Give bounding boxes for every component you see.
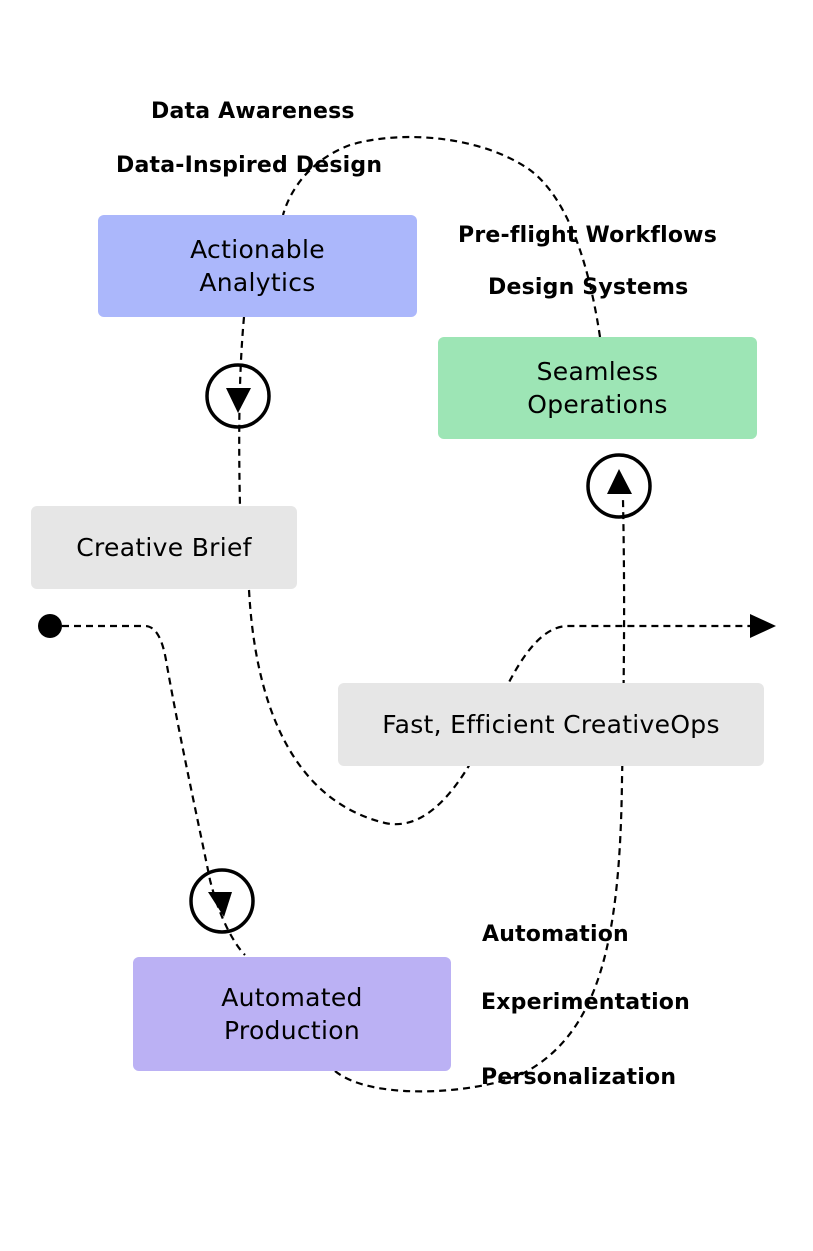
path-start-to-automated bbox=[50, 624, 246, 956]
automated-production-line2: Production bbox=[223, 1016, 360, 1045]
actionable-analytics-box: Actionable Analytics bbox=[98, 215, 417, 317]
label-personalization: Personalization bbox=[481, 1065, 677, 1090]
label-automation: Automation bbox=[482, 922, 629, 947]
path-automated-around-to-seamless bbox=[334, 499, 626, 1093]
label-preflight-workflows: Pre-flight Workflows bbox=[458, 223, 717, 248]
label-design-systems: Design Systems bbox=[488, 275, 689, 300]
direction-marker-seamless bbox=[586, 453, 652, 519]
direction-marker-analytics bbox=[205, 363, 271, 429]
arrow-up-seamless bbox=[607, 469, 632, 494]
creative-brief-box: Creative Brief bbox=[31, 506, 297, 589]
automated-production-box: Automated Production bbox=[133, 957, 451, 1071]
fast-creativeops-label: Fast, Efficient CreativeOps bbox=[382, 710, 720, 739]
exit-arrow-head bbox=[750, 614, 776, 638]
seamless-operations-line2: Operations bbox=[527, 390, 668, 419]
creative-brief-label: Creative Brief bbox=[76, 533, 252, 562]
seamless-operations-box: Seamless Operations bbox=[438, 337, 757, 439]
label-data-inspired-design: Data-Inspired Design bbox=[116, 153, 383, 178]
label-experimentation: Experimentation bbox=[481, 990, 690, 1015]
arrow-down-analytics bbox=[226, 388, 251, 413]
seamless-operations-line1: Seamless bbox=[536, 357, 659, 386]
fast-creativeops-box: Fast, Efficient CreativeOps bbox=[338, 683, 764, 766]
actionable-analytics-line1: Actionable bbox=[190, 235, 325, 264]
label-data-awareness: Data Awareness bbox=[151, 99, 355, 124]
direction-marker-automated bbox=[189, 868, 255, 934]
actionable-analytics-line2: Analytics bbox=[199, 268, 316, 297]
automated-production-line1: Automated bbox=[221, 983, 363, 1012]
path-brief-around-to-exit bbox=[247, 589, 752, 826]
arrow-down-automated bbox=[208, 892, 232, 917]
start-dot bbox=[38, 614, 62, 638]
path-analytics-to-brief bbox=[238, 316, 246, 507]
